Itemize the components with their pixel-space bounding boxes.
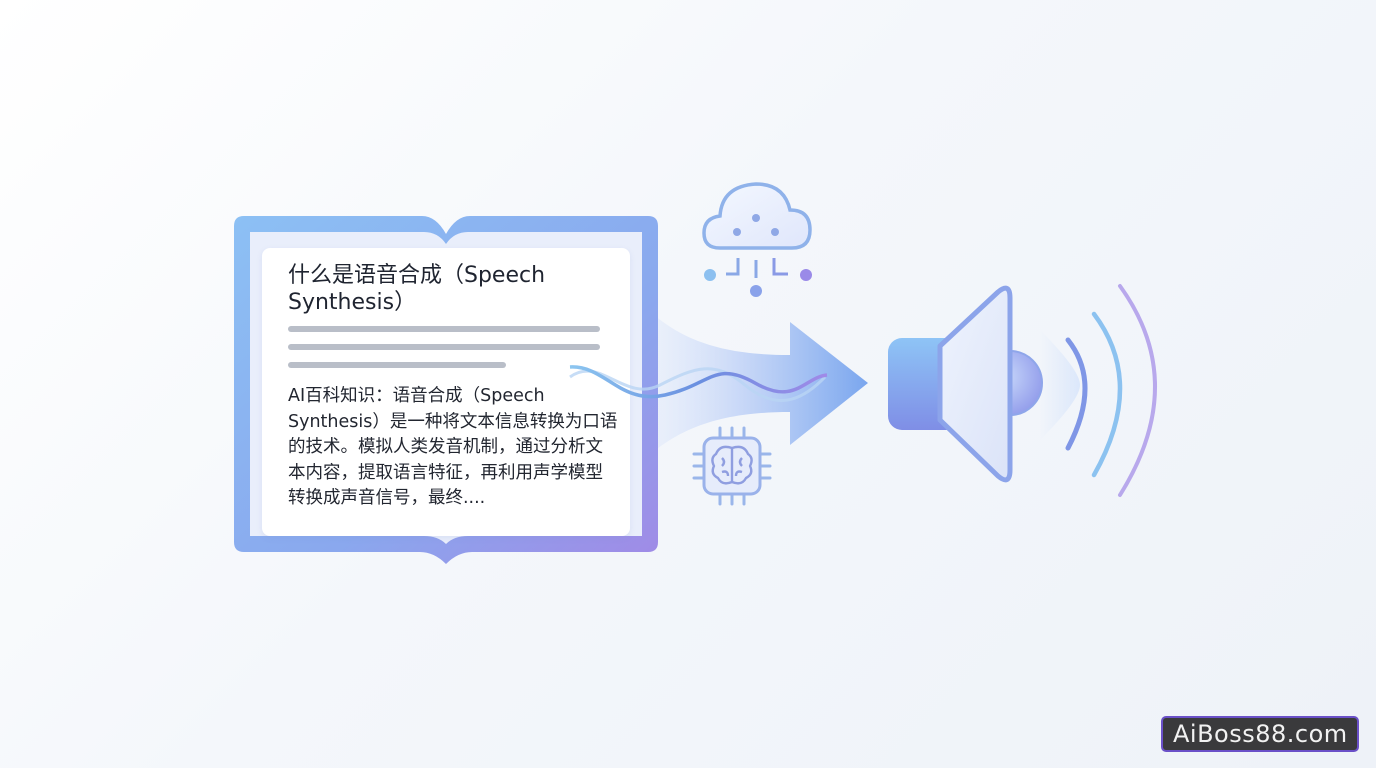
document-book: 什么是语音合成（Speech Synthesis） AI百科知识：语音合成（Sp… [232,214,660,564]
cloud-network-icon [702,182,812,297]
placeholder-line [288,326,600,332]
document-card: 什么是语音合成（Speech Synthesis） AI百科知识：语音合成（Sp… [262,248,630,536]
speaker-icon [888,284,1157,497]
placeholder-line [288,344,600,350]
document-body: AI百科知识：语音合成（Speech Synthesis）是一种将文本信息转换为… [288,386,618,508]
placeholder-line [288,362,506,368]
watermark-text: AiBoss88.com [1173,720,1348,748]
flow-arrow [630,300,868,470]
document-title: 什么是语音合成（Speech Synthesis） [288,263,546,315]
sound-wave-icon [569,365,828,402]
watermark-badge: AiBoss88.com [1161,716,1359,752]
ai-chip-brain-icon [692,426,772,506]
